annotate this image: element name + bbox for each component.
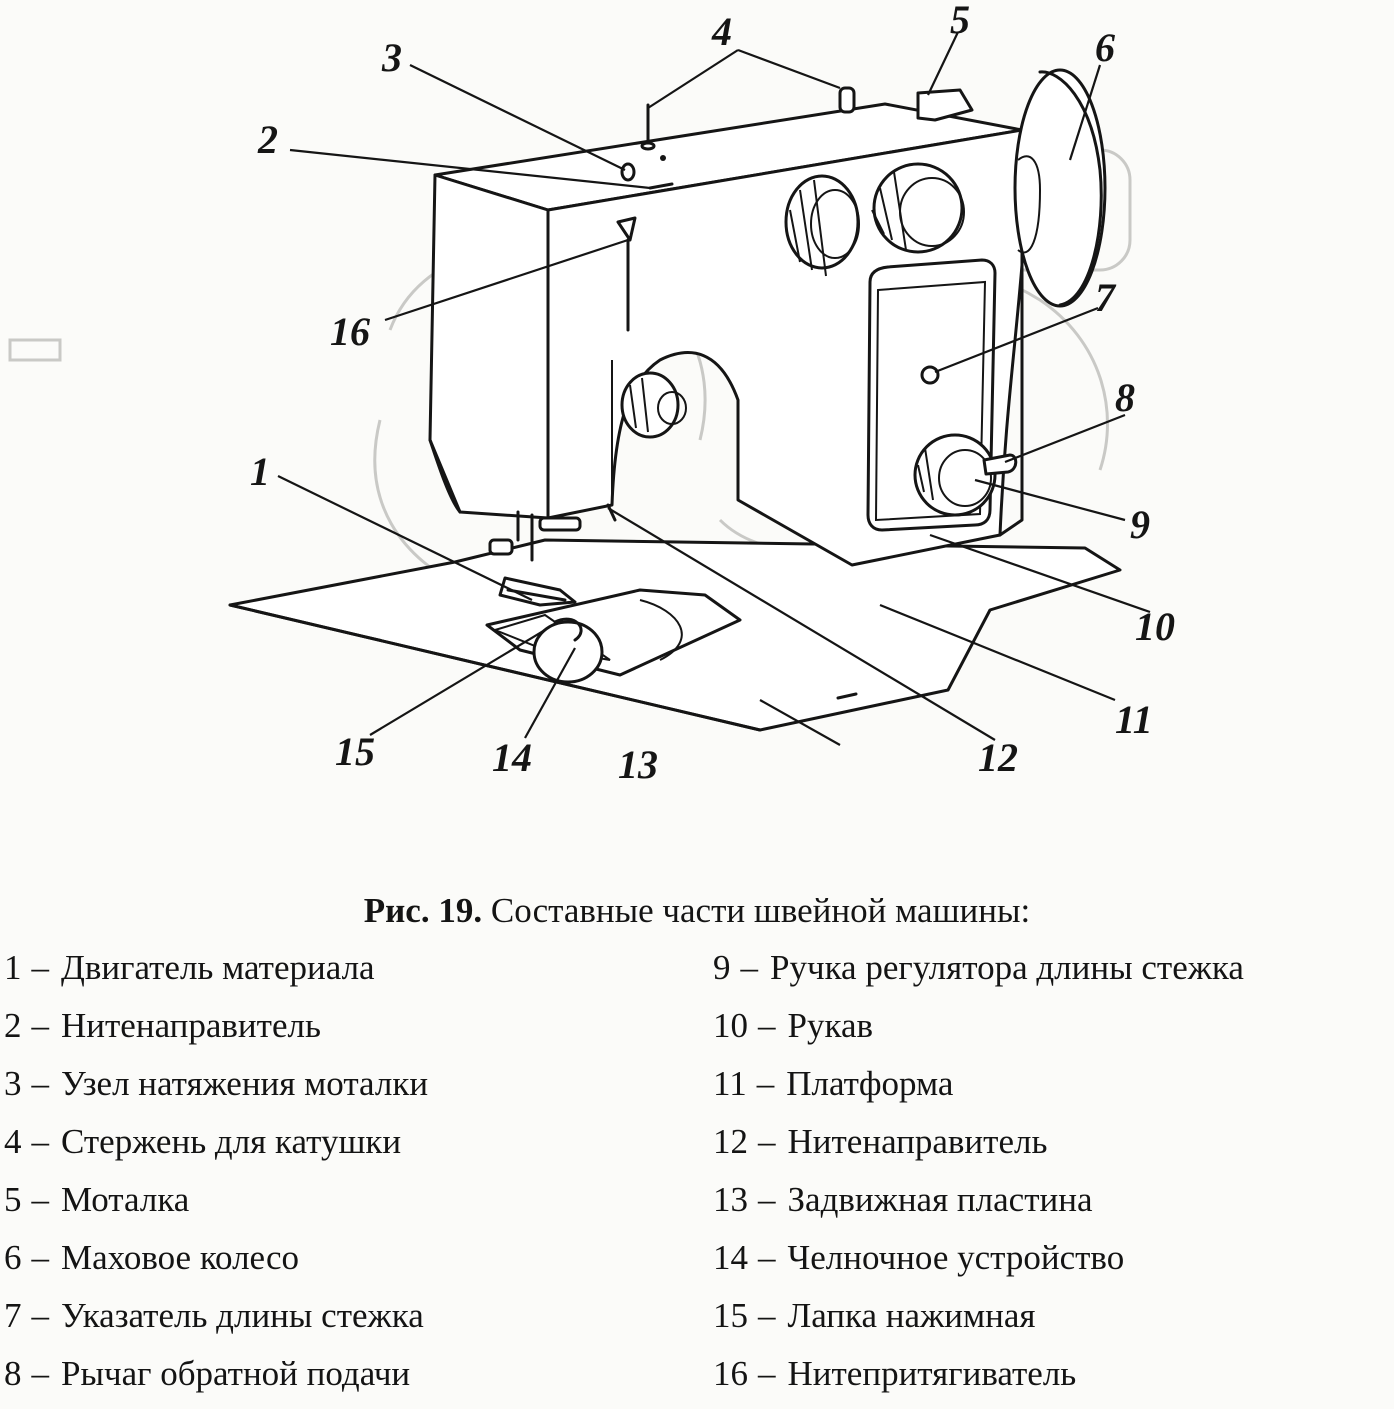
legend-dash: – [756, 1064, 775, 1103]
legend-text: Челночное устройство [787, 1238, 1125, 1277]
callout-2: 2 [258, 117, 278, 162]
legend-item: 15–Лапка нажимная [713, 1293, 1394, 1351]
legend-text: Нитенаправитель [61, 1006, 321, 1045]
callout-7: 7 [1095, 275, 1115, 320]
legend-right-column: 9–Ручка регулятора длины стежка 10–Рукав… [713, 945, 1394, 1409]
legend-item: 10–Рукав [713, 1003, 1394, 1061]
callout-13: 13 [618, 742, 658, 787]
legend-dash: – [758, 1006, 776, 1045]
legend-dash: – [758, 1354, 776, 1393]
legend-dash: – [740, 948, 759, 987]
legend-text: Рычаг обратной подачи [61, 1354, 411, 1393]
legend-number: 5 [4, 1180, 22, 1219]
legend-text: Нитенаправитель [787, 1122, 1048, 1161]
upper-dials [784, 162, 965, 277]
legend-number: 14 [713, 1238, 748, 1277]
legend-left-column: 1–Двигатель материала 2–Нитенаправитель … [4, 945, 694, 1409]
legend-dash: – [31, 1064, 50, 1103]
legend-item: 11–Платформа [713, 1061, 1394, 1119]
legend-number: 4 [4, 1122, 22, 1161]
legend-number: 11 [713, 1064, 747, 1103]
legend-number: 8 [4, 1354, 22, 1393]
legend-item: 12–Нитенаправитель [713, 1119, 1394, 1177]
sewing-machine-drawing [8, 31, 1151, 746]
callout-6: 6 [1095, 25, 1115, 70]
legend-text: Нитепритягиватель [787, 1354, 1077, 1393]
legend-item: 14–Челночное устройство [713, 1235, 1394, 1293]
legend-dash: – [31, 1354, 50, 1393]
legend-text: Платформа [786, 1064, 954, 1103]
legend-dash: – [31, 1122, 50, 1161]
legend-text: Двигатель материала [61, 948, 375, 987]
legend-number: 15 [713, 1296, 748, 1335]
legend-dash: – [31, 1296, 50, 1335]
legend-dash: – [31, 948, 50, 987]
callout-3: 3 [382, 35, 402, 80]
sewing-machine-figure: 1 2 3 4 5 6 7 8 9 10 11 12 13 14 15 16 [8, 0, 1175, 787]
needle-assembly [488, 503, 617, 607]
legend-text: Моталка [61, 1180, 190, 1219]
legend-text: Задвижная пластина [787, 1180, 1093, 1219]
legend-number: 12 [713, 1122, 748, 1161]
legend-text: Рукав [787, 1006, 874, 1045]
legend-item: 4–Стержень для катушки [4, 1119, 694, 1177]
caption-text: Составные части швейной машины: [490, 891, 1031, 930]
top-fittings [616, 86, 974, 332]
legend-item: 5–Моталка [4, 1177, 694, 1235]
caption-prefix: Рис. 19. [363, 891, 483, 930]
callout-16: 16 [330, 309, 370, 354]
leader-lines [277, 31, 1151, 746]
callout-8: 8 [1115, 375, 1135, 420]
legend-text: Указатель длины стежка [61, 1296, 424, 1335]
callout-1: 1 [250, 449, 270, 494]
callout-10: 10 [1135, 604, 1175, 649]
platform [228, 538, 1122, 732]
figure-caption: Рис. 19. Составные части швейной машины: [0, 890, 1394, 932]
legend-dash: – [758, 1296, 776, 1335]
callout-14: 14 [492, 735, 532, 780]
callout-4: 4 [712, 9, 732, 54]
legend-number: 2 [4, 1006, 22, 1045]
legend-text: Лапка нажимная [787, 1296, 1036, 1335]
legend-item: 9–Ручка регулятора длины стежка [713, 945, 1394, 1003]
legend-number: 3 [4, 1064, 22, 1103]
legend-item: 1–Двигатель материала [4, 945, 694, 1003]
legend-item: 16–Нитепритягиватель [713, 1351, 1394, 1409]
legend-number: 1 [4, 948, 22, 987]
handwheel [1013, 68, 1107, 308]
legend-dash: – [31, 1180, 50, 1219]
legend-dash: – [31, 1006, 50, 1045]
legend-item: 7–Указатель длины стежка [4, 1293, 694, 1351]
legend-text: Маховое колесо [61, 1238, 299, 1277]
legend-dash: – [758, 1180, 776, 1219]
callout-9: 9 [1130, 502, 1150, 547]
callout-11: 11 [1115, 697, 1153, 742]
legend-number: 6 [4, 1238, 22, 1277]
front-knob [620, 371, 687, 439]
legend-item: 6–Маховое колесо [4, 1235, 694, 1293]
legend-dash: – [758, 1122, 776, 1161]
legend-item: 8–Рычаг обратной подачи [4, 1351, 694, 1409]
legend-item: 2–Нитенаправитель [4, 1003, 694, 1061]
callout-15: 15 [335, 729, 375, 774]
legend-text: Ручка регулятора длины стежка [770, 948, 1244, 987]
legend-text: Узел натяжения моталки [61, 1064, 429, 1103]
legend-number: 13 [713, 1180, 748, 1219]
legend-number: 10 [713, 1006, 748, 1045]
legend-dash: – [31, 1238, 50, 1277]
legend-number: 9 [713, 948, 731, 987]
legend-item: 13–Задвижная пластина [713, 1177, 1394, 1235]
legend-dash: – [758, 1238, 776, 1277]
legend-text: Стержень для катушки [61, 1122, 402, 1161]
legend-number: 7 [4, 1296, 22, 1335]
callout-5: 5 [950, 0, 970, 42]
legend-number: 16 [713, 1354, 748, 1393]
legend-item: 3–Узел натяжения моталки [4, 1061, 694, 1119]
callout-12: 12 [978, 735, 1018, 780]
